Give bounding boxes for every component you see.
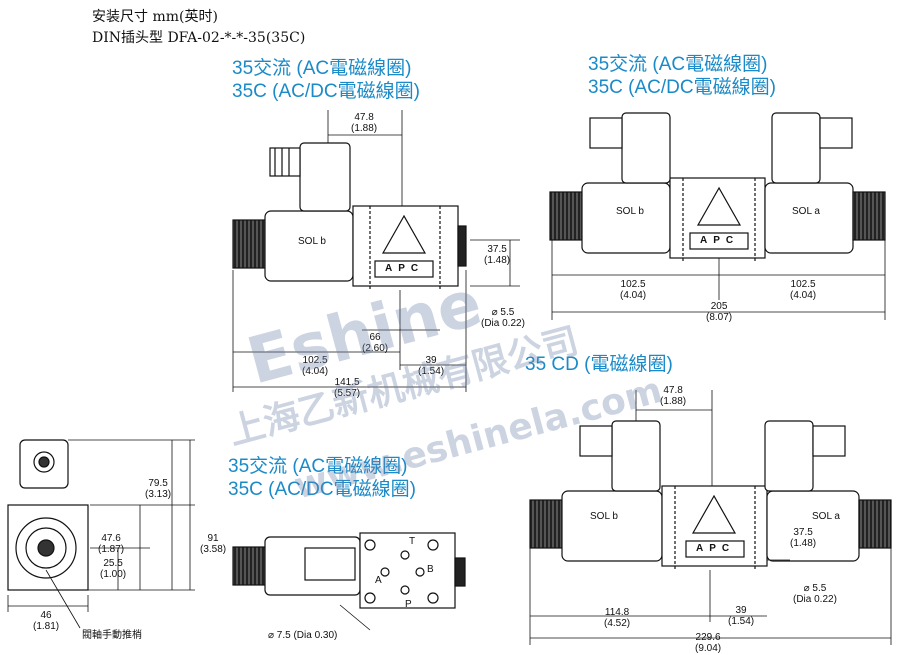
- dim-79-5: 79.5(3.13): [145, 478, 172, 500]
- dim-91: 91(3.58): [200, 533, 227, 555]
- dim-37-5: 37.5(1.48): [484, 244, 511, 266]
- brand-plate-2: APC: [700, 235, 740, 246]
- dim-114-8: 114.8(4.52): [604, 607, 631, 629]
- dim-205: 205(8.07): [706, 301, 733, 323]
- drawing-top-view: [232, 532, 466, 631]
- title-single-ac: 35交流 (AC電磁線圈): [232, 58, 412, 79]
- title-cd: 35 CD (電磁線圈): [525, 354, 673, 375]
- title-bottom-acdc: 35C (AC/DC電磁線圈): [228, 479, 416, 500]
- dim-141-5: 141.5(5.57): [334, 377, 361, 399]
- drawing-single-solenoid: [232, 110, 520, 392]
- dim-229-6: 229.6(9.04): [695, 632, 722, 654]
- dim-39-a: 39(1.54): [418, 355, 445, 377]
- brand-plate-3: APC: [696, 543, 736, 554]
- port-t-label: T: [409, 536, 416, 547]
- dim-25-5: 25.5(1.00): [100, 558, 127, 580]
- dim-39-b: 39(1.54): [728, 605, 755, 627]
- sol-b-label-1: SOL b: [298, 236, 326, 247]
- dim-47-6: 47.6(1.87): [98, 533, 125, 555]
- sol-b-label-2: SOL b: [616, 206, 644, 217]
- sol-a-label-3: SOL a: [812, 511, 840, 522]
- port-a-label: A: [375, 575, 382, 586]
- dim-102-5-b: 102.5(4.04): [620, 279, 647, 301]
- dim-47-8-b: 47.8(1.88): [660, 385, 687, 407]
- dim-dia-5-5: ⌀ 5.5(Dia 0.22): [481, 307, 525, 329]
- port-b-label: B: [427, 564, 434, 575]
- manual-override-label: 閥軸手動推梢: [82, 630, 142, 641]
- port-p-label: P: [405, 599, 412, 610]
- dim-dia-7-5: ⌀ 7.5 (Dia 0.30): [268, 630, 338, 641]
- dim-47-8: 47.8(1.88): [351, 112, 378, 134]
- brand-plate-1: APC: [385, 263, 425, 274]
- header-unit-note: 安装尺寸 mm(英时): [92, 9, 218, 25]
- drawing-cd-solenoid: [529, 390, 892, 645]
- dim-102-5-c: 102.5(4.04): [790, 279, 817, 301]
- dim-37-5-b: 37.5(1.48): [790, 527, 817, 549]
- drawing-side-view: [7, 439, 195, 629]
- header-model: DIN插头型 DFA-02-*-*-35(35C): [92, 30, 306, 46]
- title-double-acdc: 35C (AC/DC電磁線圈): [588, 77, 776, 98]
- dim-dia-5-5-b: ⌀ 5.5(Dia 0.22): [793, 583, 837, 605]
- dim-102-5-a: 102.5(4.04): [302, 355, 329, 377]
- sol-b-label-3: SOL b: [590, 511, 618, 522]
- dim-46: 46(1.81): [33, 610, 60, 632]
- title-double-ac: 35交流 (AC電磁線圈): [588, 54, 768, 75]
- title-single-acdc: 35C (AC/DC電磁線圈): [232, 81, 420, 102]
- sol-a-label-2: SOL a: [792, 206, 820, 217]
- drawing-double-solenoid: [549, 112, 886, 320]
- title-bottom-ac: 35交流 (AC電磁線圈): [228, 456, 408, 477]
- dim-66: 66(2.60): [362, 332, 389, 354]
